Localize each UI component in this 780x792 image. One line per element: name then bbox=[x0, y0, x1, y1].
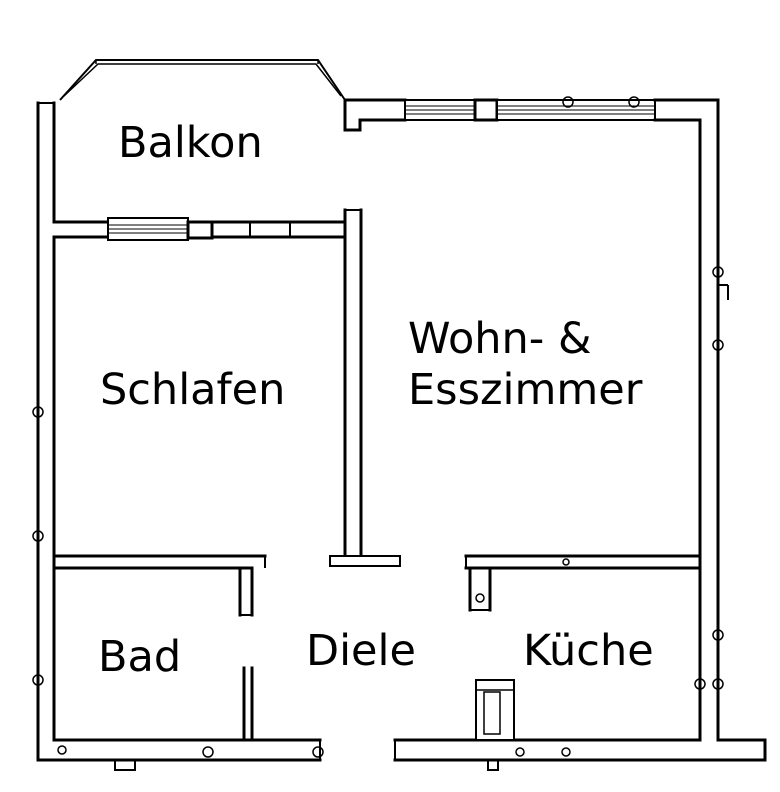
room-label-kueche: Küche bbox=[523, 626, 654, 676]
bedroom-north-wall bbox=[52, 217, 347, 241]
room-label-schlafen: Schlafen bbox=[100, 365, 285, 415]
kitchen-fixture bbox=[475, 679, 515, 741]
balcony-outline bbox=[59, 59, 346, 101]
interior-wall-living-kitchen bbox=[464, 554, 702, 612]
room-label-balkon: Balkon bbox=[118, 118, 263, 168]
room-label-diele: Diele bbox=[306, 626, 416, 676]
room-label-wohn-line1: Wohn- & bbox=[408, 314, 592, 364]
room-label-bad: Bad bbox=[98, 632, 181, 682]
outer-wall-right bbox=[694, 98, 767, 762]
outer-wall-left bbox=[32, 101, 57, 762]
living-north-wall bbox=[343, 96, 720, 132]
interior-wall-bedroom-bath bbox=[52, 554, 267, 742]
interior-wall-bedroom-living bbox=[329, 208, 401, 567]
outer-wall-bottom bbox=[36, 738, 767, 771]
room-label-wohn-line2: Esszimmer bbox=[408, 365, 643, 415]
